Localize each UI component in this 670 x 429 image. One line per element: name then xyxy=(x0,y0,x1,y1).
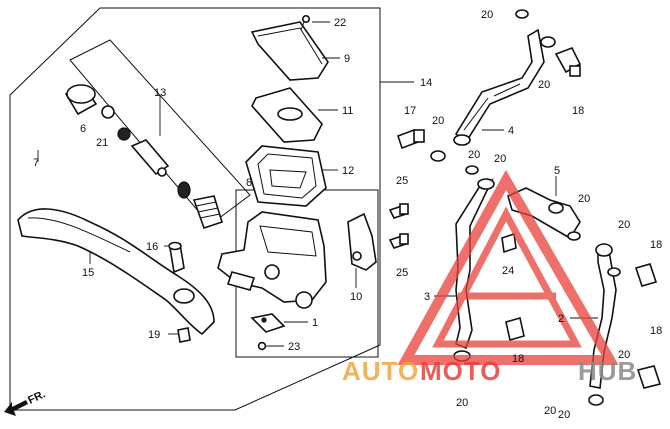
callout-18-right-2: 18 xyxy=(650,325,662,337)
callout-3: 3 xyxy=(424,291,430,303)
bolt-17 xyxy=(396,128,425,150)
lower-hose-right xyxy=(588,243,621,406)
callout-5: 5 xyxy=(554,165,560,177)
callout-14: 14 xyxy=(420,77,432,89)
callout-24: 24 xyxy=(502,265,514,277)
callout-20-b: 20 xyxy=(432,115,444,127)
screw-22 xyxy=(300,15,310,31)
bolt-25b xyxy=(388,233,409,249)
callout-8: 8 xyxy=(246,177,252,189)
callout-20-c: 20 xyxy=(468,149,480,161)
callout-10: 10 xyxy=(350,291,362,303)
callout-23: 23 xyxy=(288,341,300,353)
bolt-18-mid xyxy=(505,316,525,342)
reservoir-cap xyxy=(250,21,329,81)
callout-20-bottom-right-2: 20 xyxy=(558,409,570,421)
callout-20-bottom-mid: 20 xyxy=(544,405,556,417)
callout-20-d: 20 xyxy=(494,153,506,165)
callout-25-lower: 25 xyxy=(396,267,408,279)
callout-16: 16 xyxy=(146,241,158,253)
callout-4: 4 xyxy=(508,125,514,137)
leader-lines xyxy=(37,21,598,347)
upper-hose xyxy=(453,28,545,146)
callout-20-e: 20 xyxy=(578,193,590,205)
callout-7: 7 xyxy=(33,157,39,169)
brake-switch xyxy=(250,313,286,333)
front-arrow-icon xyxy=(4,400,28,416)
callout-20-bottom-right: 20 xyxy=(618,349,630,361)
body-sub-frame xyxy=(235,189,379,358)
callout-17: 17 xyxy=(404,105,416,117)
watermark-word-hub: HUB xyxy=(578,356,637,386)
callout-20-f: 20 xyxy=(618,219,630,231)
bolt-24 xyxy=(501,232,517,254)
watermark-word-auto: AUTO xyxy=(342,356,419,386)
callout-21: 21 xyxy=(96,137,108,149)
callout-15: 15 xyxy=(82,267,94,279)
callout-25-upper: 25 xyxy=(396,175,408,187)
callout-20-bottom-left: 20 xyxy=(456,397,468,409)
piston-kit xyxy=(64,84,223,230)
bolt-18-top xyxy=(554,46,582,77)
front-label: FR. xyxy=(26,388,47,406)
bolt-18-right xyxy=(634,263,658,287)
diaphragm xyxy=(245,145,327,207)
callout-2: 2 xyxy=(558,313,564,325)
watermark-word-moto: MOTO xyxy=(420,356,502,386)
callout-18-mid: 18 xyxy=(512,353,524,365)
callout-20-top: 20 xyxy=(481,9,493,21)
callout-20-a: 20 xyxy=(538,79,550,91)
pivot-bolt-16 xyxy=(168,241,185,274)
callout-11: 11 xyxy=(342,105,353,117)
brake-lever xyxy=(17,208,215,336)
callout-1: 1 xyxy=(312,317,318,329)
watermark-logo xyxy=(397,169,619,365)
callout-18-right: 18 xyxy=(650,239,662,251)
callout-18-top: 18 xyxy=(572,105,584,117)
washer-group-top xyxy=(430,9,556,162)
master-cylinder-body xyxy=(217,211,327,309)
callout-12: 12 xyxy=(342,165,354,177)
callout-9: 9 xyxy=(344,53,350,65)
assembly-frame xyxy=(9,7,381,411)
callout-6: 6 xyxy=(80,123,86,135)
callout-22: 22 xyxy=(334,17,346,29)
bolt-18-right-lower xyxy=(636,365,662,389)
holder xyxy=(347,212,377,271)
nut-19 xyxy=(177,327,191,343)
reservoir-plate xyxy=(251,87,323,143)
bolt-25a xyxy=(388,203,409,219)
callout-19: 19 xyxy=(148,329,160,341)
screw-23 xyxy=(257,341,267,351)
callout-13: 13 xyxy=(154,87,166,99)
